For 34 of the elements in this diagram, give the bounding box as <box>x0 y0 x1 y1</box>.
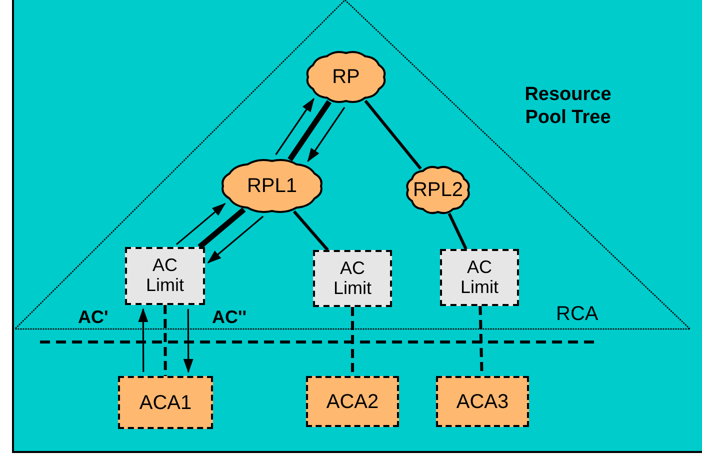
aca-box <box>436 376 529 427</box>
dashed-connector <box>164 305 167 376</box>
cloud-node <box>305 50 387 104</box>
limit-box <box>125 247 205 305</box>
connector-line <box>198 207 246 250</box>
connector-line <box>448 212 468 250</box>
connector-line <box>364 100 422 170</box>
aca-box <box>118 376 213 429</box>
node-label: ACA3 <box>455 390 510 412</box>
node-label: ACA2 <box>325 390 380 412</box>
text-label: AC' <box>78 307 108 329</box>
node-label: AC Limit <box>144 256 185 296</box>
cloud-node <box>220 158 324 214</box>
text-label: Resource Pool Tree <box>524 84 612 130</box>
limit-box <box>313 250 392 307</box>
arrow <box>176 202 226 246</box>
node-label: RPL2 <box>412 179 464 201</box>
node-label: ACA1 <box>138 392 193 414</box>
arrow <box>138 308 148 372</box>
limit-box <box>440 249 519 306</box>
connector-line <box>292 210 329 251</box>
node-label: RPL1 <box>246 175 298 197</box>
node-label: AC Limit <box>459 258 500 298</box>
text-label: AC'' <box>212 307 247 329</box>
cloud-node <box>405 165 471 215</box>
arrow <box>307 106 346 162</box>
arrow <box>275 98 314 156</box>
arrow <box>183 309 194 373</box>
aca-box <box>306 376 399 427</box>
node-label: AC Limit <box>332 258 372 298</box>
arrow <box>207 216 264 264</box>
text-label: RCA <box>556 302 598 326</box>
node-label: RP <box>331 66 361 88</box>
connector-line <box>288 100 332 162</box>
